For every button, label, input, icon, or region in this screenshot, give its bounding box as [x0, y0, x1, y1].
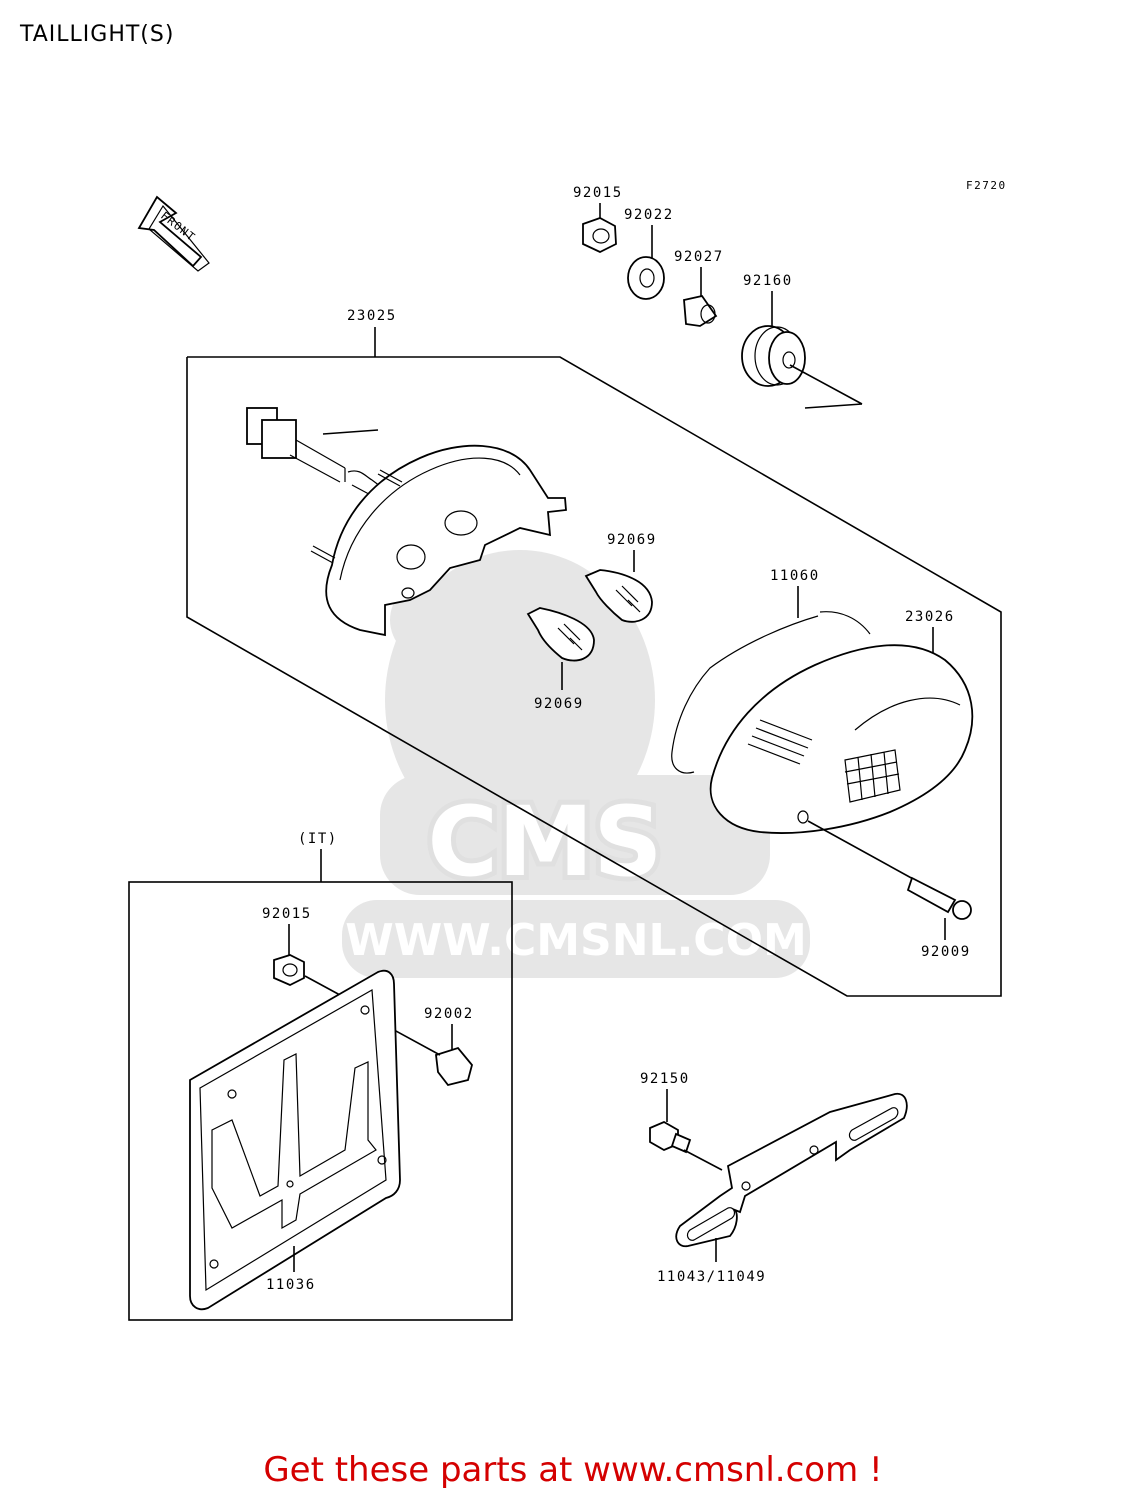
- assembly-outline: [186, 356, 1002, 997]
- bulb-92069-b-icon: [526, 607, 595, 662]
- label-92009: 92009: [921, 944, 971, 960]
- label-23026: 23026: [905, 609, 955, 625]
- label-92160: 92160: [743, 273, 793, 289]
- label-92069-a: 92069: [607, 532, 657, 548]
- label-92015-top: 92015: [573, 185, 623, 201]
- nut-92015-icon: [582, 217, 617, 254]
- label-11043-11049: 11043/11049: [657, 1269, 766, 1285]
- taillight-assembly: 23025: [186, 308, 1002, 997]
- lens-icon: [709, 644, 974, 834]
- label-11036: 11036: [266, 1277, 316, 1293]
- label-92069-b: 92069: [534, 696, 584, 712]
- figure-code: F2720: [966, 179, 1007, 192]
- license-plate-group: (IT) 92015 92002 11036: [128, 831, 513, 1321]
- label-92027: 92027: [674, 249, 724, 265]
- label-11060: 11060: [770, 568, 820, 584]
- housing-icon: [325, 444, 567, 637]
- lens-23026: 23026: [709, 609, 974, 881]
- front-arrow-icon: FRONT: [137, 195, 210, 272]
- label-92150: 92150: [640, 1071, 690, 1087]
- collar-92027-icon: [683, 294, 718, 327]
- watermark-brand: CMS: [427, 786, 662, 898]
- label-92002: 92002: [424, 1006, 474, 1022]
- watermark-logo-plate: [380, 775, 770, 895]
- screw-92009-icon: [906, 876, 957, 914]
- nut-92015-it-icon: [273, 954, 305, 986]
- bracket-group: 92150 11043/11049: [640, 1071, 908, 1285]
- screw-92009: 92009: [906, 876, 972, 960]
- label-92015-it: 92015: [262, 906, 312, 922]
- label-23025: 23025: [347, 308, 397, 324]
- variant-label: (IT): [298, 831, 338, 847]
- bulb-92069-a-icon: [584, 569, 653, 623]
- bracket-icon: [675, 1092, 908, 1248]
- watermark-url-plate: [342, 900, 810, 978]
- washer-92022-icon: [627, 256, 665, 300]
- bolt-92002-icon: [435, 1046, 473, 1087]
- gasket-11060: 11060: [671, 568, 871, 774]
- bulbs: 92069 92069: [526, 532, 657, 712]
- label-92022: 92022: [624, 207, 674, 223]
- page-title: TAILLIGHT(S): [20, 22, 175, 47]
- footer-link[interactable]: Get these parts at www.cmsnl.com !: [263, 1450, 883, 1490]
- variant-box: [128, 881, 513, 1321]
- watermark-url: WWW.CMSNL.COM: [345, 915, 807, 966]
- hardware-stack: 92015 92022 92027 92160: [573, 185, 863, 409]
- license-plate-icon: [189, 969, 401, 1311]
